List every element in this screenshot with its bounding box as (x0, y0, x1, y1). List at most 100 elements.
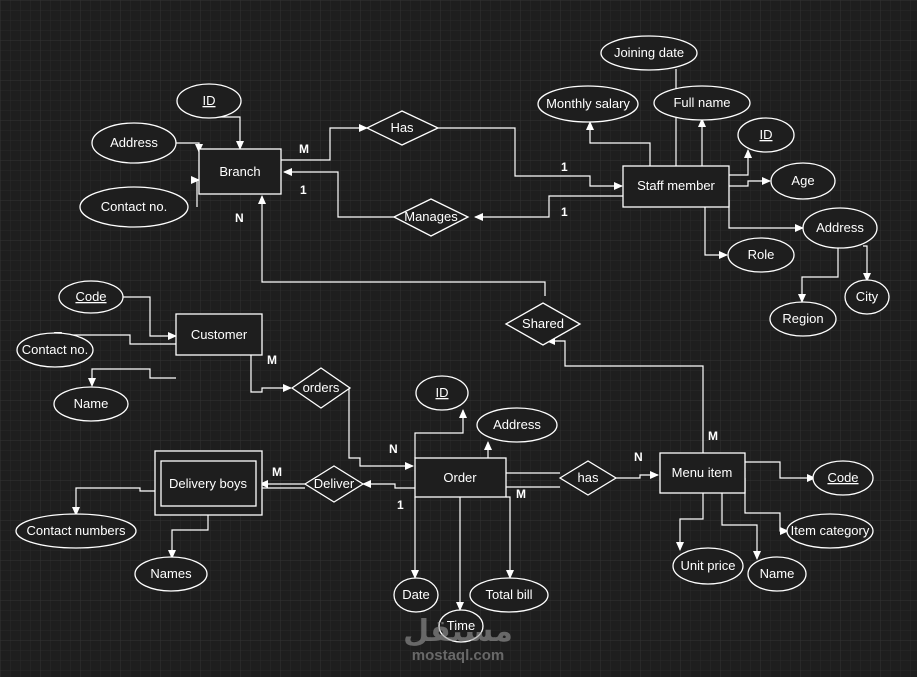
attr-staff-address-label: Address (816, 220, 864, 235)
attr-delivery-names[interactable]: Names (134, 556, 208, 592)
edge-customer-orders (250, 355, 292, 393)
attr-menu-item-category[interactable]: Item category (786, 513, 874, 549)
edge-menu-price (676, 493, 704, 551)
attr-menu-code[interactable]: Code (812, 460, 874, 496)
entity-order-label: Order (443, 470, 477, 485)
attr-delivery-contact-numbers[interactable]: Contact numbers (15, 513, 137, 549)
relationship-has-menu-label: has (578, 470, 599, 485)
attr-staff-monthly-salary[interactable]: Monthly salary (537, 85, 639, 123)
edge-address-city (863, 245, 871, 282)
attr-staff-id-label: ID (760, 127, 773, 142)
edge-menu-code (745, 461, 816, 482)
attr-branch-contact-label: Contact no. (101, 199, 168, 214)
attr-order-time[interactable]: Time (438, 609, 484, 643)
attr-order-address[interactable]: Address (476, 407, 558, 443)
card-menu-shared: M (708, 429, 718, 443)
attr-staff-role-label: Role (748, 247, 775, 262)
entity-customer-label: Customer (191, 327, 248, 342)
card-order-deliver: 1 (397, 498, 404, 512)
entity-branch[interactable]: Branch (198, 148, 282, 195)
attr-staff-joining-label: Joining date (614, 45, 684, 60)
entity-staff-member[interactable]: Staff member (622, 165, 730, 208)
attr-staff-fullname-label: Full name (673, 95, 730, 110)
attr-cust-contact-label: Contact no. (22, 342, 89, 357)
watermark-logo: مستقل mostaql.com (403, 614, 513, 664)
relationship-deliver-label: Deliver (314, 476, 355, 491)
attr-staff-address[interactable]: Address (802, 207, 878, 249)
attr-staff-age-label: Age (791, 173, 814, 188)
attr-staff-region-label: Region (782, 311, 823, 326)
edge-cust-name (88, 368, 176, 387)
card-order-has: M (516, 487, 526, 501)
edge-del-contact (72, 487, 155, 516)
attr-staff-id[interactable]: ID (737, 117, 795, 153)
edge-has-menu (614, 471, 659, 479)
card-order-orders: N (389, 442, 398, 456)
attr-order-total-bill[interactable]: Total bill (469, 577, 549, 613)
attr-staff-region[interactable]: Region (769, 301, 837, 337)
attr-customer-code[interactable]: Code (58, 280, 124, 314)
card-branch-manages: 1 (300, 183, 307, 197)
attr-branch-id-label: ID (203, 93, 216, 108)
attr-order-date[interactable]: Date (393, 577, 439, 613)
card-staff-manages: 1 (561, 205, 568, 219)
attr-order-id[interactable]: ID (415, 375, 469, 411)
attr-menu-category-label: Item category (791, 523, 870, 538)
relationship-manages[interactable]: Manages (392, 198, 470, 237)
card-delivery-deliver: M (272, 465, 282, 479)
attr-branch-address[interactable]: Address (91, 122, 177, 164)
attr-order-time-label: Time (447, 618, 475, 633)
edge-has-staff (438, 127, 623, 190)
attr-customer-contact[interactable]: Contact no. (16, 332, 94, 368)
relationship-deliver[interactable]: Deliver (303, 465, 365, 503)
card-staff-has: 1 (561, 160, 568, 174)
relationship-has-menu[interactable]: has (558, 460, 618, 496)
card-branch-shared: N (235, 211, 244, 225)
attr-order-bill-label: Total bill (486, 587, 533, 602)
edge-manages-branch (283, 168, 402, 218)
attr-menu-unit-price[interactable]: Unit price (672, 547, 744, 585)
edge-staff-address (728, 200, 804, 232)
entity-branch-label: Branch (219, 164, 260, 179)
edge-staff-age (729, 177, 771, 187)
attr-staff-age[interactable]: Age (770, 162, 836, 200)
attr-order-id-label: ID (436, 385, 449, 400)
attr-staff-city-label: City (856, 289, 879, 304)
edge-order-deliver (362, 480, 415, 489)
attr-staff-full-name[interactable]: Full name (653, 85, 751, 121)
attr-staff-city[interactable]: City (844, 279, 890, 315)
relationship-manages-label: Manages (404, 209, 458, 224)
attr-del-names-label: Names (150, 566, 192, 581)
relationship-has-staff[interactable]: Has (365, 110, 440, 146)
attr-del-contact-label: Contact numbers (27, 523, 126, 538)
attr-menu-name[interactable]: Name (747, 556, 807, 592)
entity-order[interactable]: Order (414, 457, 507, 498)
edge-address-region (798, 247, 839, 303)
relationship-has-staff-label: Has (390, 120, 414, 135)
attr-menu-name-label: Name (760, 566, 795, 581)
entity-staff-label: Staff member (637, 178, 715, 193)
attr-customer-name[interactable]: Name (53, 386, 129, 422)
entity-customer[interactable]: Customer (175, 313, 263, 356)
attr-staff-role[interactable]: Role (727, 237, 795, 273)
relationship-shared-label: Shared (522, 316, 564, 331)
edge-staff-role (704, 207, 728, 259)
attr-staff-joining-date[interactable]: Joining date (600, 35, 698, 71)
attr-cust-name-label: Name (74, 396, 109, 411)
watermark-arabic: مستقل (403, 614, 513, 649)
relationship-shared[interactable]: Shared (504, 302, 582, 346)
relationship-orders[interactable]: orders (290, 367, 352, 409)
edge-branch-contact (191, 176, 200, 207)
attr-branch-id[interactable]: ID (176, 83, 242, 119)
entity-menu-item[interactable]: Menu item (659, 452, 746, 494)
attr-order-address-label: Address (493, 417, 541, 432)
edge-menu-category (744, 478, 789, 535)
attr-menu-price-label: Unit price (681, 558, 736, 573)
entity-delivery-boys[interactable]: Delivery boys (154, 450, 263, 516)
attr-staff-salary-label: Monthly salary (546, 96, 630, 111)
card-branch-has: M (299, 142, 309, 156)
edge-staff-id (729, 149, 752, 176)
attr-branch-contact[interactable]: Contact no. (79, 186, 189, 228)
edge-menu-name (721, 493, 761, 560)
watermark-latin: mostaql.com (412, 647, 505, 664)
